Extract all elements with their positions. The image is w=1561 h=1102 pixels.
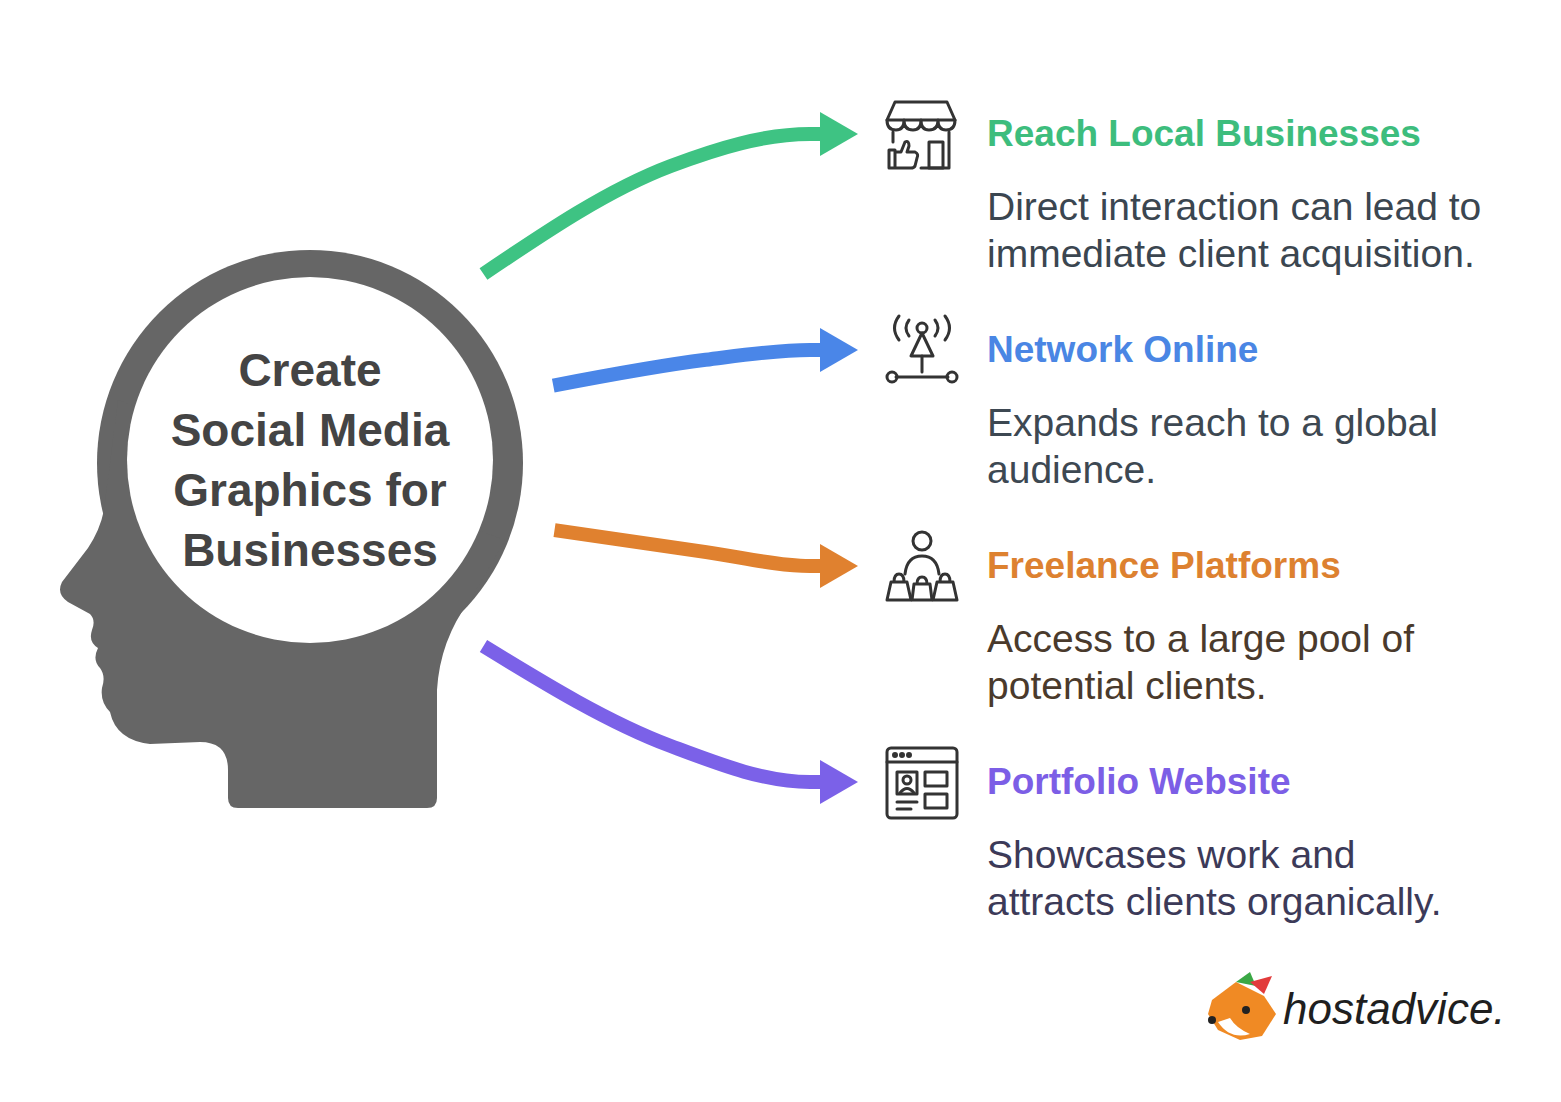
arrow-head xyxy=(820,328,858,372)
portfolio-icon xyxy=(925,772,947,786)
antenna-icon xyxy=(887,316,957,382)
portfolio-icon xyxy=(925,794,947,808)
shopper-icon xyxy=(905,556,939,574)
portfolio-icon xyxy=(894,754,897,757)
portfolio-icon xyxy=(887,761,957,764)
portfolio-icon xyxy=(887,748,957,818)
connector-line xyxy=(483,646,828,782)
shopper-icon xyxy=(913,532,931,550)
text-stack: Network OnlineExpands reach to a global … xyxy=(987,328,1540,493)
arrow-connector xyxy=(555,530,858,588)
shopper-icon xyxy=(912,577,932,600)
portfolio-icon xyxy=(901,754,904,757)
fox-mascot xyxy=(1208,972,1276,1040)
outcome-item: Reach Local BusinessesDirect interaction… xyxy=(880,112,1540,277)
antenna-icon xyxy=(947,372,957,382)
antenna-icon xyxy=(896,356,948,377)
item-description: Direct interaction can lead to immediate… xyxy=(987,183,1527,277)
shopper-icon xyxy=(887,532,957,600)
antenna-icon xyxy=(895,316,950,340)
store-icon xyxy=(887,102,955,120)
antenna-icon xyxy=(911,333,933,356)
fox-mascot xyxy=(1250,976,1272,994)
store-icon xyxy=(887,120,955,130)
item-heading: Freelance Platforms xyxy=(987,544,1527,588)
store-icon xyxy=(929,142,943,168)
fox-mascot xyxy=(1208,982,1276,1040)
item-description: Expands reach to a global audience. xyxy=(987,399,1527,493)
fox-mascot xyxy=(1242,1006,1250,1014)
outcome-item: Portfolio WebsiteShowcases work and attr… xyxy=(880,760,1540,925)
text-stack: Create Social Media Graphics for Busines… xyxy=(167,340,453,580)
central-idea-text: Create Social Media Graphics for Busines… xyxy=(167,340,453,580)
portfolio-icon xyxy=(908,754,911,757)
text-stack: Portfolio WebsiteShowcases work and attr… xyxy=(987,760,1540,925)
arrow-connector xyxy=(483,646,858,804)
outcome-item: Freelance PlatformsAccess to a large poo… xyxy=(880,544,1540,709)
connector-line xyxy=(483,134,828,274)
arrow-connector xyxy=(553,328,858,386)
store-icon xyxy=(889,142,918,169)
idea-circle: Create Social Media Graphics for Busines… xyxy=(127,277,493,643)
text-stack: Reach Local BusinessesDirect interaction… xyxy=(987,112,1540,277)
item-description: Showcases work and attracts clients orga… xyxy=(987,831,1467,925)
arrow-head xyxy=(820,112,858,156)
antenna-icon xyxy=(887,372,897,382)
shopper-icon xyxy=(933,574,957,600)
text-stack: Freelance PlatformsAccess to a large poo… xyxy=(987,544,1540,709)
store-icon xyxy=(887,102,955,168)
item-description: Access to a large pool of potential clie… xyxy=(987,615,1527,709)
item-heading: Portfolio Website xyxy=(987,760,1527,804)
portfolio-icon xyxy=(897,789,917,810)
watermark: hostadvice. xyxy=(1283,984,1506,1034)
portfolio-icon xyxy=(903,776,911,784)
arrow-head xyxy=(820,760,858,804)
portfolio-icon xyxy=(887,748,957,818)
antenna-icon xyxy=(917,323,927,333)
arrow-head xyxy=(820,544,858,588)
fox-mascot xyxy=(1208,1016,1216,1024)
outcome-item: Network OnlineExpands reach to a global … xyxy=(880,328,1540,493)
fox-mascot xyxy=(1218,1018,1250,1036)
shopper-icon xyxy=(887,574,911,600)
item-heading: Reach Local Businesses xyxy=(987,112,1527,156)
arrow-connector xyxy=(483,112,858,274)
connector-line xyxy=(553,350,828,386)
item-heading: Network Online xyxy=(987,328,1527,372)
connector-line xyxy=(555,530,828,566)
